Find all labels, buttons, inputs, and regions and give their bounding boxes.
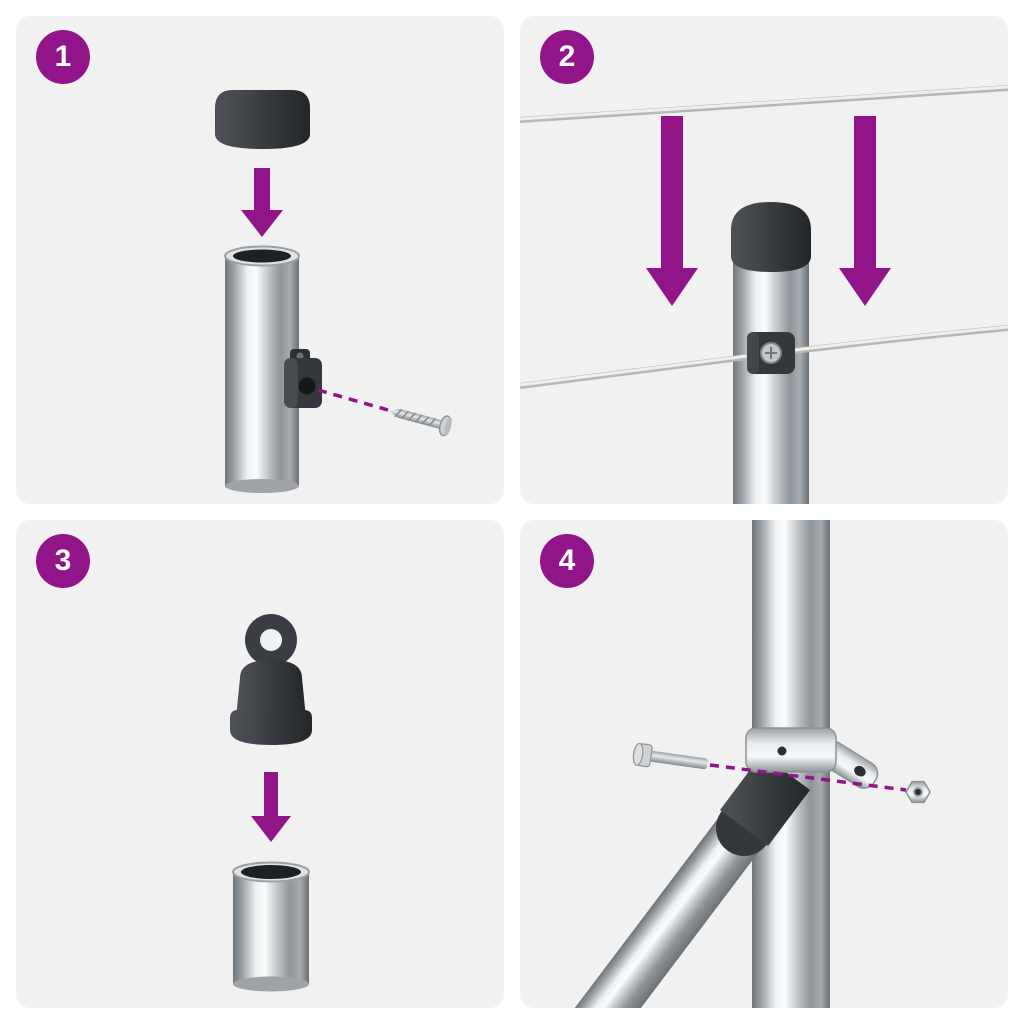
brace-connector: [716, 754, 810, 856]
step-3-illustration: [230, 614, 312, 992]
step-number-3: 3: [54, 544, 72, 577]
step-badge-2: 2: [540, 30, 594, 84]
tension-wire-top: [520, 85, 1008, 123]
step-panel-2: 2: [520, 16, 1008, 504]
step-badge-4: 4: [540, 534, 594, 588]
bolt: [632, 742, 708, 770]
down-arrow-icon: [251, 772, 291, 842]
guide-line: [709, 763, 907, 792]
step-panel-3: 3: [16, 520, 504, 1008]
step-number-2: 2: [558, 40, 576, 73]
down-arrow-right-icon: [839, 116, 891, 306]
post-cap: [215, 90, 310, 149]
step-panel-1: 1: [16, 16, 504, 504]
metal-post: [232, 861, 310, 992]
step-badge-1: 1: [36, 30, 90, 84]
step-2-illustration: [520, 85, 1008, 504]
metal-post: [733, 262, 809, 504]
step-4-illustration: [574, 520, 931, 1008]
guide-line: [317, 388, 389, 412]
nut: [905, 780, 931, 804]
step-panel-4: 4: [520, 520, 1008, 1008]
down-arrow-icon: [241, 168, 283, 237]
screw: [389, 408, 452, 437]
wire-clamp: [284, 349, 322, 408]
step-1-illustration: [215, 90, 452, 493]
step-number-1: 1: [54, 40, 72, 73]
clamp-strap: [745, 727, 879, 789]
step-number-4: 4: [558, 544, 576, 577]
eyelet-cap: [230, 614, 312, 745]
post-cap: [731, 202, 811, 272]
wire-clamp: [747, 332, 795, 374]
down-arrow-left-icon: [646, 116, 698, 306]
step-badge-3: 3: [36, 534, 90, 588]
